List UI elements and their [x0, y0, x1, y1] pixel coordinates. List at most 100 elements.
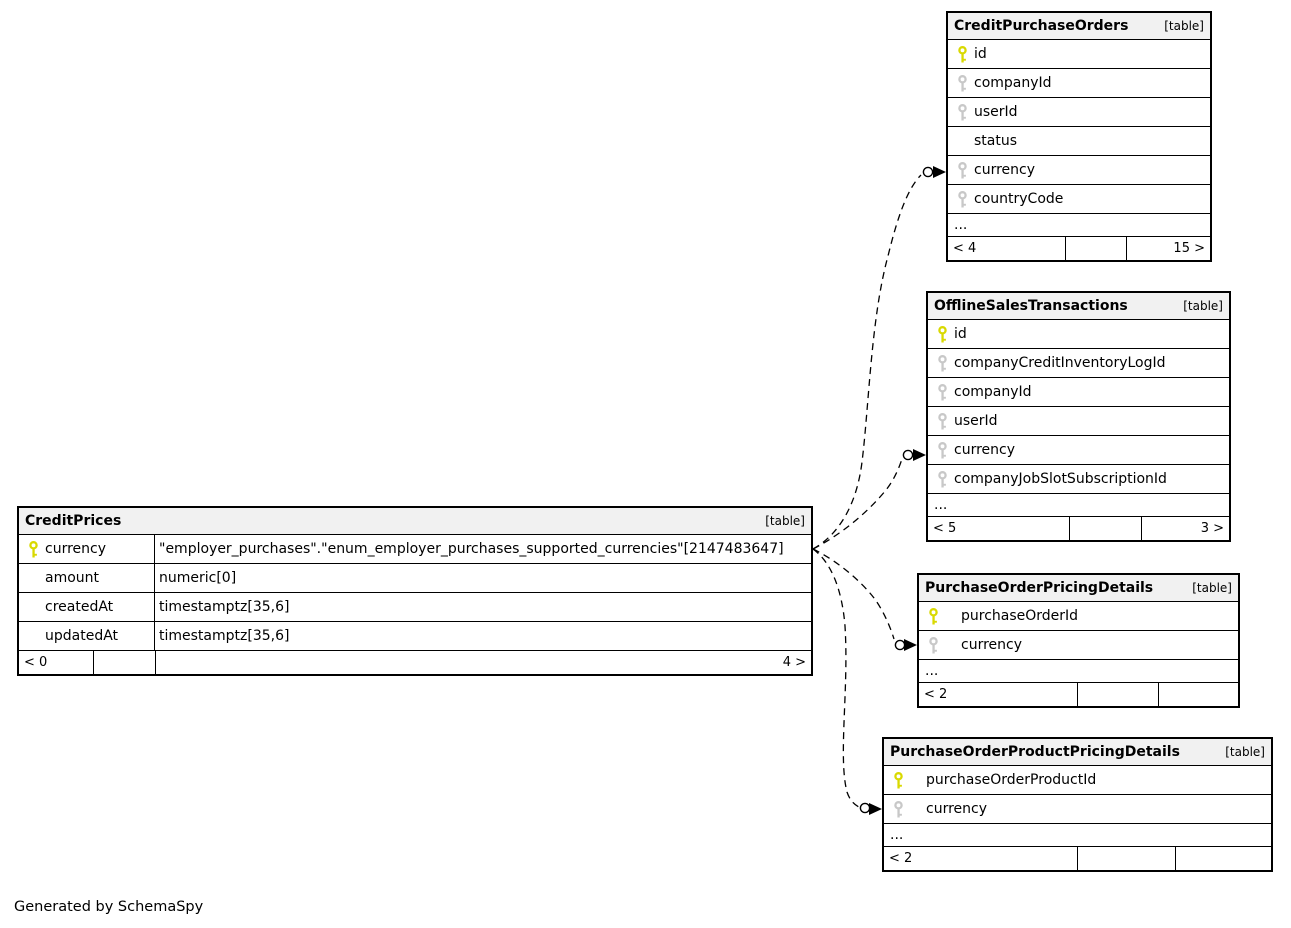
table-header[interactable]: CreditPrices [table]	[19, 508, 811, 534]
foreign-key-icon	[957, 103, 968, 121]
primary-key-icon	[957, 45, 968, 63]
primary-key-icon	[28, 540, 39, 558]
table-title: CreditPrices	[25, 513, 122, 529]
table-credit-prices[interactable]: CreditPrices [table] currency "employer_…	[17, 506, 813, 676]
footer-children-count	[1158, 683, 1238, 706]
column-name: purchaseOrderId	[961, 608, 1079, 624]
footer-parents-count: < 0	[24, 655, 48, 670]
table-header[interactable]: CreditPurchaseOrders [table]	[948, 13, 1210, 39]
relationship-line-offline-sales-transactions	[812, 458, 903, 550]
foreign-key-icon	[957, 161, 968, 179]
footer-parents-count: < 2	[889, 851, 913, 866]
relationship-line-purchase-order-pricing-details	[812, 548, 895, 640]
column-row-id: id	[928, 319, 1229, 348]
column-row-amount: amount numeric[0]	[19, 563, 811, 592]
relationship-arrowhead	[913, 449, 926, 461]
table-purchase-order-product-pricing-details[interactable]: PurchaseOrderProductPricingDetails [tabl…	[882, 737, 1273, 872]
footer-middle-cell	[1077, 683, 1158, 706]
column-type: numeric[0]	[159, 570, 237, 586]
footer-middle-cell	[1077, 847, 1175, 870]
table-type-badge: [table]	[1225, 745, 1265, 759]
relationship-circle-marker	[922, 166, 934, 178]
column-row-id: id	[948, 39, 1210, 68]
foreign-key-icon	[937, 441, 948, 459]
column-name: userId	[954, 413, 998, 429]
table-header[interactable]: OfflineSalesTransactions [table]	[928, 293, 1229, 319]
foreign-key-icon	[893, 800, 904, 818]
foreign-key-icon	[957, 74, 968, 92]
table-footer: < 0 4 >	[19, 650, 811, 674]
primary-key-icon	[928, 607, 939, 625]
foreign-key-icon	[937, 412, 948, 430]
table-title: OfflineSalesTransactions	[934, 298, 1128, 314]
table-header[interactable]: PurchaseOrderPricingDetails [table]	[919, 575, 1238, 601]
relationship-arrowhead	[904, 639, 917, 651]
table-credit-purchase-orders[interactable]: CreditPurchaseOrders [table] id companyI…	[946, 11, 1212, 262]
column-name: currency	[961, 637, 1022, 653]
column-row-currency: currency "employer_purchases"."enum_empl…	[19, 534, 811, 563]
table-footer: < 2	[919, 682, 1238, 706]
hidden-columns-ellipsis: ...	[948, 213, 1210, 236]
column-row-companycreditinventorylogid: companyCreditInventoryLogId	[928, 348, 1229, 377]
relationship-line-credit-purchase-orders	[812, 174, 922, 550]
column-name-cell: createdAt	[19, 593, 155, 621]
column-row-companyid: companyId	[928, 377, 1229, 406]
footer-children-count: 4 >	[155, 651, 811, 674]
hidden-columns-ellipsis: ...	[919, 659, 1238, 682]
column-name-cell: currency	[19, 535, 155, 563]
table-title: PurchaseOrderPricingDetails	[925, 580, 1154, 596]
relationship-arrowhead	[933, 166, 946, 178]
column-name: createdAt	[45, 599, 114, 615]
hidden-columns-ellipsis: ...	[884, 823, 1271, 846]
column-type: timestamptz[35,6]	[159, 628, 290, 644]
footer-parents-count: < 5	[933, 521, 957, 536]
column-name-cell: amount	[19, 564, 155, 592]
column-row-purchaseorderproductid: purchaseOrderProductId	[884, 765, 1271, 794]
table-type-badge: [table]	[1192, 581, 1232, 595]
column-row-purchaseorderid: purchaseOrderId	[919, 601, 1238, 630]
column-row-companyjobslotsubscriptionid: companyJobSlotSubscriptionId	[928, 464, 1229, 493]
table-title: PurchaseOrderProductPricingDetails	[890, 744, 1180, 760]
column-name: currency	[45, 541, 106, 557]
table-offline-sales-transactions[interactable]: OfflineSalesTransactions [table] id comp…	[926, 291, 1231, 542]
footer-middle-cell	[93, 651, 155, 674]
column-row-currency: currency	[919, 630, 1238, 659]
relationship-circle-marker	[894, 639, 906, 651]
hidden-columns-ellipsis: ...	[928, 493, 1229, 516]
column-row-currency: currency	[884, 794, 1271, 823]
footer-parents-count: < 4	[953, 241, 977, 256]
column-name: companyId	[974, 75, 1052, 91]
column-name: currency	[974, 162, 1035, 178]
column-name: userId	[974, 104, 1018, 120]
table-footer: < 2	[884, 846, 1271, 870]
column-type: "employer_purchases"."enum_employer_purc…	[159, 541, 784, 557]
column-name-cell: updatedAt	[19, 622, 155, 650]
column-row-companyid: companyId	[948, 68, 1210, 97]
column-name: currency	[954, 442, 1015, 458]
column-type: timestamptz[35,6]	[159, 599, 290, 615]
column-row-userid: userId	[928, 406, 1229, 435]
table-header[interactable]: PurchaseOrderProductPricingDetails [tabl…	[884, 739, 1271, 765]
table-type-badge: [table]	[1164, 19, 1204, 33]
column-row-status: status	[948, 126, 1210, 155]
column-row-updatedat: updatedAt timestamptz[35,6]	[19, 621, 811, 650]
table-purchase-order-pricing-details[interactable]: PurchaseOrderPricingDetails [table] purc…	[917, 573, 1240, 708]
table-type-badge: [table]	[765, 514, 805, 528]
column-name: amount	[45, 570, 100, 586]
generator-note: Generated by SchemaSpy	[14, 899, 204, 915]
table-footer: < 4 15 >	[948, 236, 1210, 260]
table-title: CreditPurchaseOrders	[954, 18, 1129, 34]
column-name: companyCreditInventoryLogId	[954, 355, 1166, 371]
column-row-userid: userId	[948, 97, 1210, 126]
column-name: countryCode	[974, 191, 1064, 207]
column-name: purchaseOrderProductId	[926, 772, 1097, 788]
column-name: companyJobSlotSubscriptionId	[954, 471, 1167, 487]
relationship-line-purchase-order-product-pricing-details	[812, 548, 860, 808]
column-name: id	[974, 46, 987, 62]
footer-children-count: 3 >	[1141, 517, 1229, 540]
table-type-badge: [table]	[1183, 299, 1223, 313]
foreign-key-icon	[928, 636, 939, 654]
column-row-countrycode: countryCode	[948, 184, 1210, 213]
column-name: id	[954, 326, 967, 342]
